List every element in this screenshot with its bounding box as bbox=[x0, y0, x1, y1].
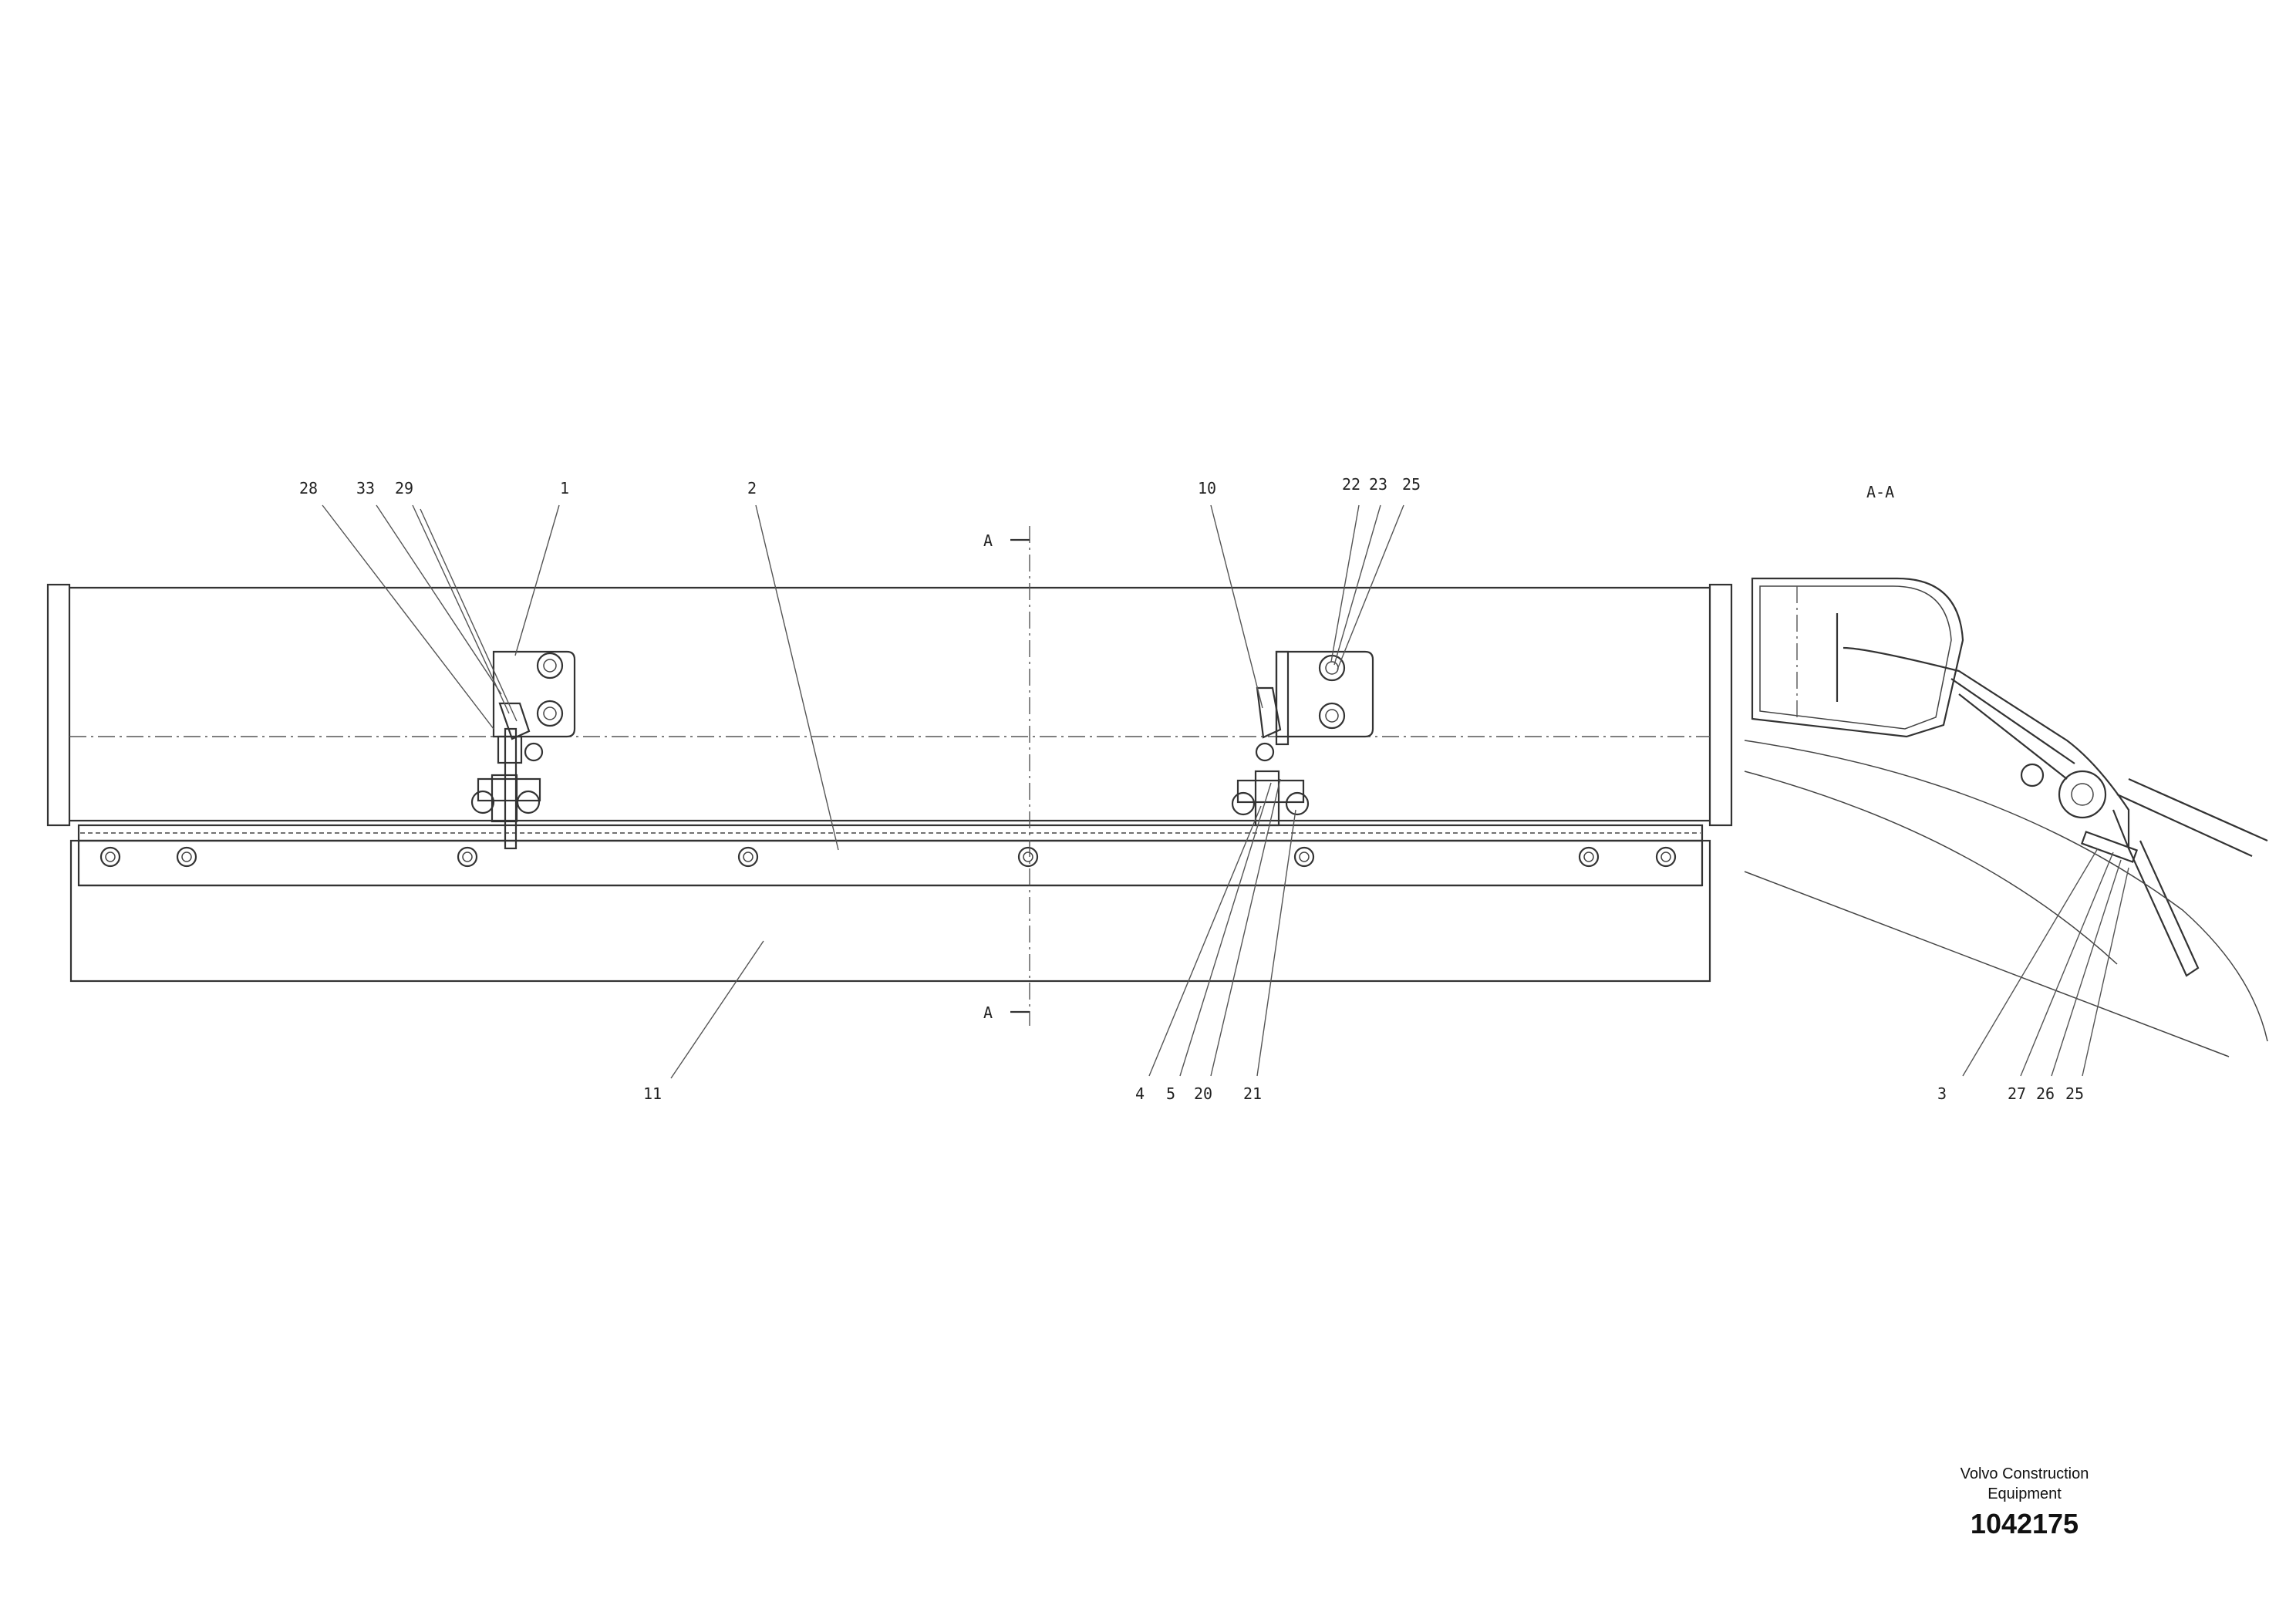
callout-3: 3 bbox=[1937, 1084, 1947, 1103]
callout-29: 29 bbox=[395, 479, 413, 497]
section-cut-line: A A bbox=[983, 526, 1030, 1026]
callout-23: 23 bbox=[1369, 475, 1387, 494]
section-view bbox=[1744, 577, 2268, 1057]
callout-33: 33 bbox=[356, 479, 375, 497]
callout-10: 10 bbox=[1198, 479, 1216, 497]
callout-21: 21 bbox=[1243, 1084, 1262, 1103]
section-marker-bottom: A bbox=[983, 1003, 993, 1022]
callout-1: 1 bbox=[560, 479, 569, 497]
brand-label: Volvo Construction Equipment bbox=[1960, 1465, 2089, 1502]
bracket-left bbox=[470, 650, 576, 850]
section-marker-top: A bbox=[983, 531, 993, 550]
callout-25: 25 bbox=[1402, 475, 1421, 494]
callout-11: 11 bbox=[643, 1084, 662, 1103]
bolt-holes bbox=[99, 846, 1677, 868]
callout-2: 2 bbox=[747, 479, 757, 497]
callout-27: 27 bbox=[2008, 1084, 2026, 1103]
callout-22: 22 bbox=[1342, 475, 1360, 494]
section-label: A-A bbox=[1866, 483, 1894, 501]
document-number: 1042175 bbox=[1970, 1508, 2079, 1539]
leader-lines bbox=[322, 504, 2129, 1079]
bracket-right bbox=[1231, 650, 1374, 827]
scraper-assembly bbox=[46, 583, 1733, 983]
callout-4: 4 bbox=[1135, 1084, 1145, 1103]
callout-26: 26 bbox=[2036, 1084, 2055, 1103]
callout-28: 28 bbox=[299, 479, 318, 497]
callout-20: 20 bbox=[1194, 1084, 1212, 1103]
callouts: 28 33 29 1 2 10 22 23 25 A-A 11 4 5 20 2… bbox=[299, 475, 2084, 1103]
callout-25-section: 25 bbox=[2065, 1084, 2084, 1103]
callout-5: 5 bbox=[1166, 1084, 1175, 1103]
